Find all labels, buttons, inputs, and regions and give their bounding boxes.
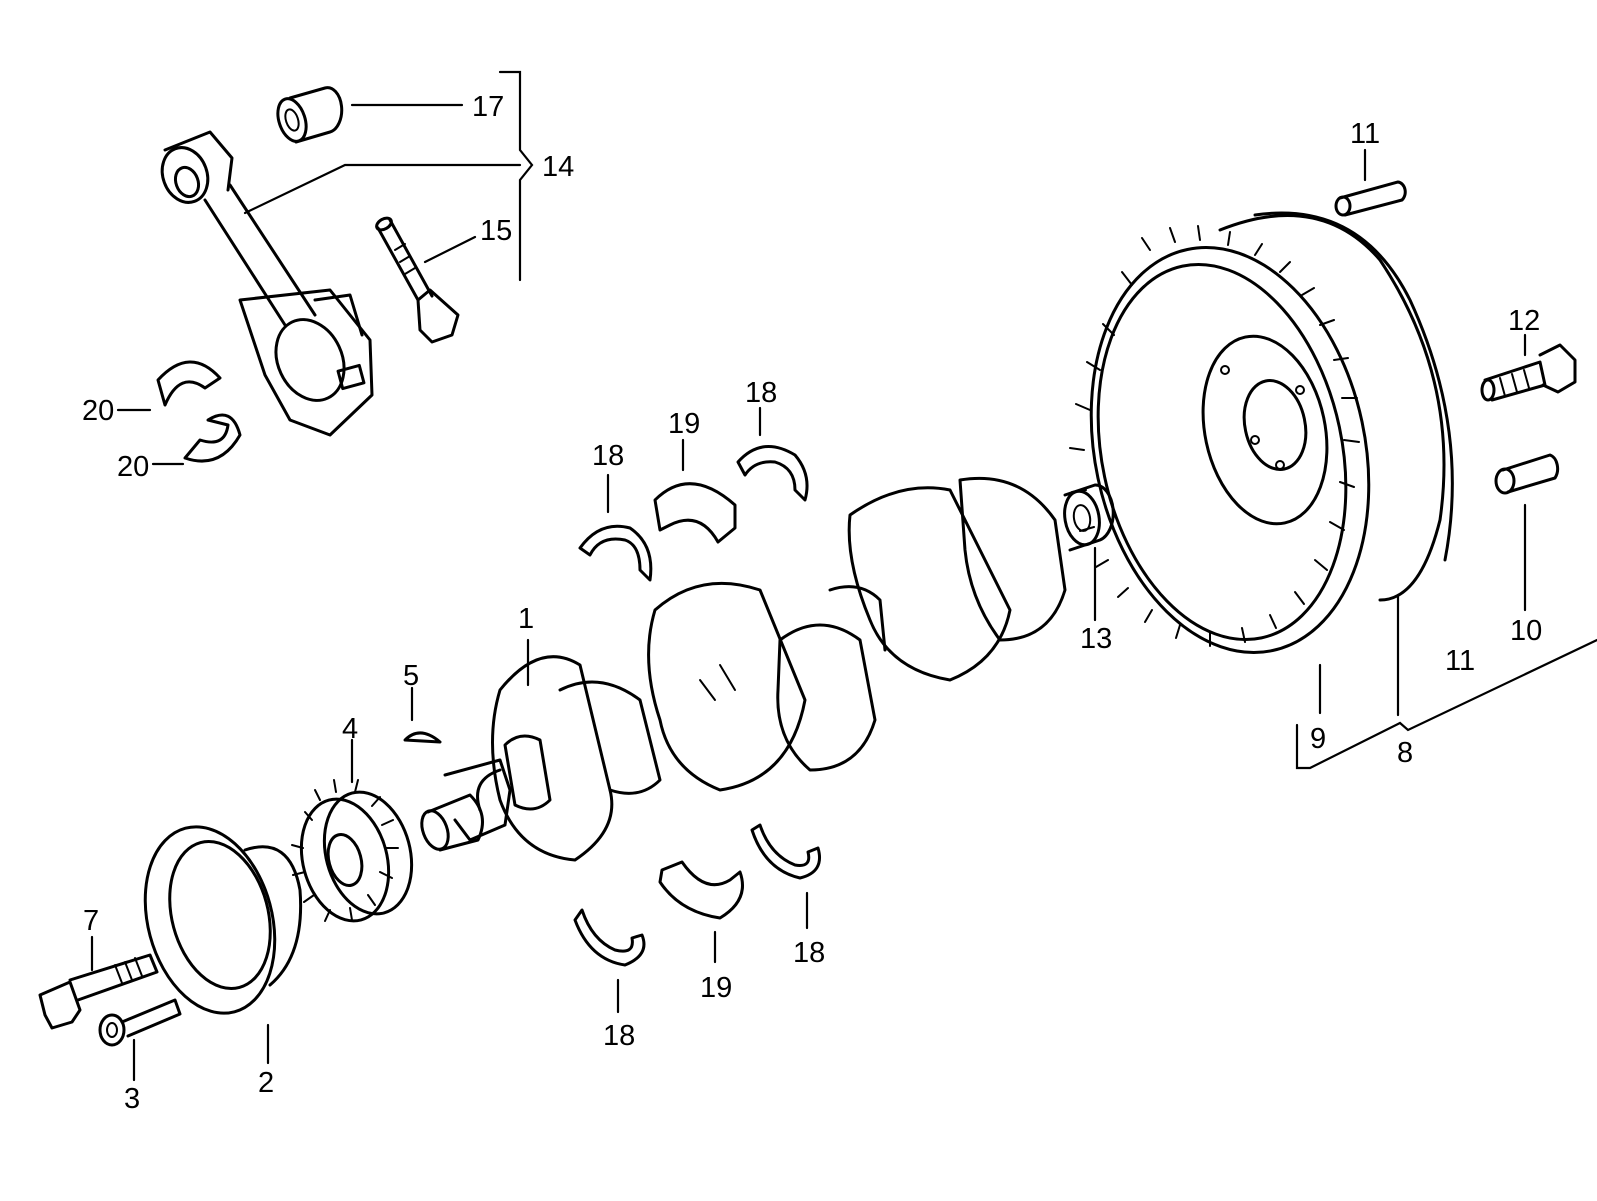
part-rod-bearing-shells bbox=[156, 360, 242, 463]
callout-12: 12 bbox=[1508, 305, 1540, 337]
part-thrust-washer-4 bbox=[750, 823, 821, 880]
part-dowel-pin-11 bbox=[1334, 180, 1407, 217]
callout-20-b: 20 bbox=[117, 451, 149, 483]
part-bushing bbox=[276, 86, 344, 144]
callout-2: 2 bbox=[258, 1067, 274, 1099]
part-rod-bolt bbox=[375, 216, 460, 344]
callout-13: 13 bbox=[1080, 623, 1112, 655]
callout-5: 5 bbox=[403, 660, 419, 692]
callout-8: 8 bbox=[1397, 737, 1413, 769]
part-pulley bbox=[143, 825, 303, 1015]
callout-9: 9 bbox=[1310, 723, 1326, 755]
part-crankshaft bbox=[476, 476, 1067, 862]
part-main-bearing-upper bbox=[653, 482, 737, 544]
part-connecting-rod bbox=[160, 130, 374, 437]
callout-14: 14 bbox=[542, 151, 574, 183]
part-main-bearing-lower bbox=[658, 860, 744, 920]
callout-labels: 1 2 3 4 5 7 8 9 10 11 11 12 13 14 15 17 … bbox=[82, 91, 1542, 1115]
part-crank-nose bbox=[420, 758, 512, 852]
callout-10: 10 bbox=[1510, 615, 1542, 647]
callout-19-a: 19 bbox=[668, 408, 700, 440]
part-needle-bearing bbox=[1063, 483, 1115, 552]
part-thrust-washer-3 bbox=[573, 908, 646, 967]
callout-11-bottom: 11 bbox=[1445, 645, 1475, 677]
callout-20-a: 20 bbox=[82, 395, 114, 427]
callout-18-a: 18 bbox=[592, 440, 624, 472]
part-thrust-washer-1 bbox=[578, 524, 653, 582]
part-bolt-3 bbox=[98, 998, 182, 1047]
callout-7: 7 bbox=[83, 905, 99, 937]
part-dowel-pin-10 bbox=[1494, 453, 1560, 495]
callout-19-b: 19 bbox=[700, 972, 732, 1004]
part-bolt-7 bbox=[38, 953, 159, 1030]
callout-3: 3 bbox=[124, 1083, 140, 1115]
callout-15: 15 bbox=[480, 215, 512, 247]
leader-lines bbox=[90, 70, 1597, 1082]
part-flywheel-bolt-12 bbox=[1480, 343, 1577, 402]
callout-18-d: 18 bbox=[603, 1020, 635, 1052]
callout-4: 4 bbox=[342, 713, 358, 745]
part-flywheel bbox=[1069, 211, 1454, 654]
callout-11-top: 11 bbox=[1350, 118, 1380, 150]
callout-17: 17 bbox=[472, 91, 504, 123]
part-woodruff-key bbox=[403, 731, 442, 744]
part-timing-sprocket bbox=[291, 779, 414, 923]
part-thrust-washer-2 bbox=[736, 445, 809, 502]
callout-18-c: 18 bbox=[793, 937, 825, 969]
callout-18-b: 18 bbox=[745, 377, 777, 409]
callout-1: 1 bbox=[518, 603, 534, 635]
